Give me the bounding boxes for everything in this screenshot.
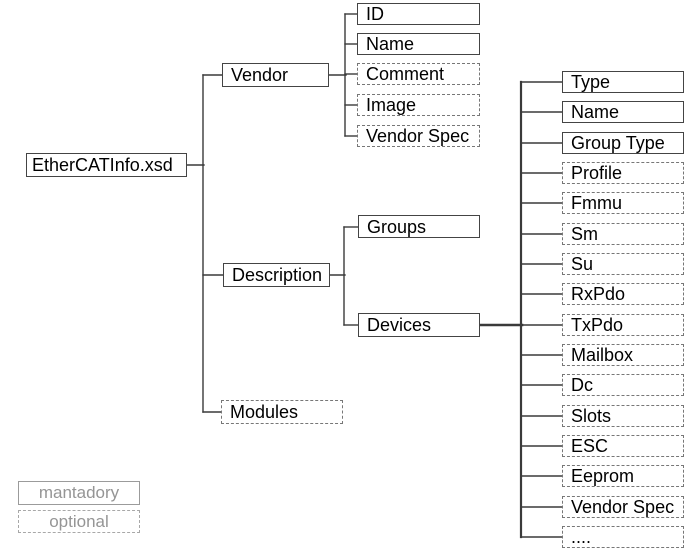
node-name: Name [357,33,480,55]
node-ethercatinfo-xsd: EtherCATInfo.xsd [26,153,187,177]
node-comment: Comment [357,63,480,85]
node-slots: Slots [562,405,684,427]
node-txpdo: TxPdo [562,314,684,336]
node-mailbox: Mailbox [562,344,684,366]
node-name-2: Name [562,101,684,123]
node-description: Description [223,263,330,287]
node-su: Su [562,253,684,275]
node-fmmu: Fmmu [562,192,684,214]
node-groups: Groups [358,215,480,238]
node-id: ID [357,3,480,25]
node-vendor: Vendor [222,63,329,87]
node-image: Image [357,94,480,116]
node-rxpdo: RxPdo [562,283,684,305]
node-vendor-spec: Vendor Spec [357,125,480,147]
node-profile: Profile [562,162,684,184]
node-esc: ESC [562,435,684,457]
node-eeprom: Eeprom [562,465,684,487]
legend-mandatory-box: mantadory [18,481,140,505]
node-devices: Devices [358,313,480,337]
node-group-type: Group Type [562,132,684,154]
node-dc: Dc [562,374,684,396]
legend-optional-label: optional [49,511,109,531]
node-sm: Sm [562,223,684,245]
node-type: Type [562,71,684,93]
legend-optional-box: optional [18,510,140,533]
legend-mandatory-label: mantadory [38,483,120,502]
node-vendor-spec-2: Vendor Spec [562,496,684,518]
node-modules: Modules [221,400,343,424]
node-ellipsis: .... [562,526,684,548]
